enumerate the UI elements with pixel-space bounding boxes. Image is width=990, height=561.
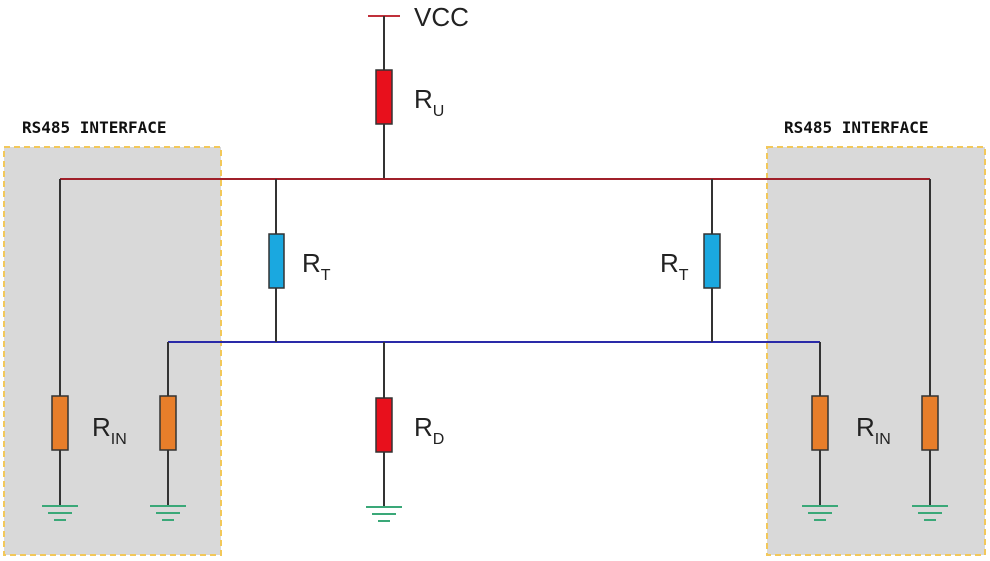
label-input-right-letter: R [856, 412, 875, 442]
label-input-right-subscript: IN [875, 431, 891, 448]
resistor-input-left-b [159, 395, 177, 451]
interface-label-left: RS485 INTERFACE [22, 118, 167, 137]
label-pulldown: RD [414, 412, 444, 448]
ground-icon [802, 505, 838, 521]
vcc-label: VCC [414, 2, 469, 32]
resistor-term-right [703, 233, 721, 289]
resistor-input-right-b [811, 395, 829, 451]
resistor-input-right-a [921, 395, 939, 451]
label-term-right-subscript: T [679, 267, 689, 284]
interface-box-right [766, 146, 986, 556]
ground-icon [912, 505, 948, 521]
ground-icon [366, 506, 402, 522]
label-input-right: RIN [856, 412, 891, 448]
resistor-pullup [375, 69, 393, 125]
label-term-right-letter: R [660, 248, 679, 278]
label-term-right: RT [660, 248, 689, 284]
label-input-left-subscript: IN [111, 431, 127, 448]
interface-box-left [3, 146, 222, 556]
label-pullup: RU [414, 84, 444, 120]
label-pullup-subscript: U [433, 103, 445, 120]
label-term-left-subscript: T [321, 267, 331, 284]
label-input-left-letter: R [92, 412, 111, 442]
ground-icon [150, 505, 186, 521]
label-term-left: RT [302, 248, 331, 284]
label-pulldown-subscript: D [433, 431, 445, 448]
interface-label-right: RS485 INTERFACE [784, 118, 929, 137]
resistor-input-left-a [51, 395, 69, 451]
resistor-pulldown [375, 397, 393, 453]
label-pullup-letter: R [414, 84, 433, 114]
resistor-term-left [268, 233, 285, 289]
label-pulldown-letter: R [414, 412, 433, 442]
label-term-left-letter: R [302, 248, 321, 278]
label-input-left: RIN [92, 412, 127, 448]
ground-icon [42, 505, 78, 521]
